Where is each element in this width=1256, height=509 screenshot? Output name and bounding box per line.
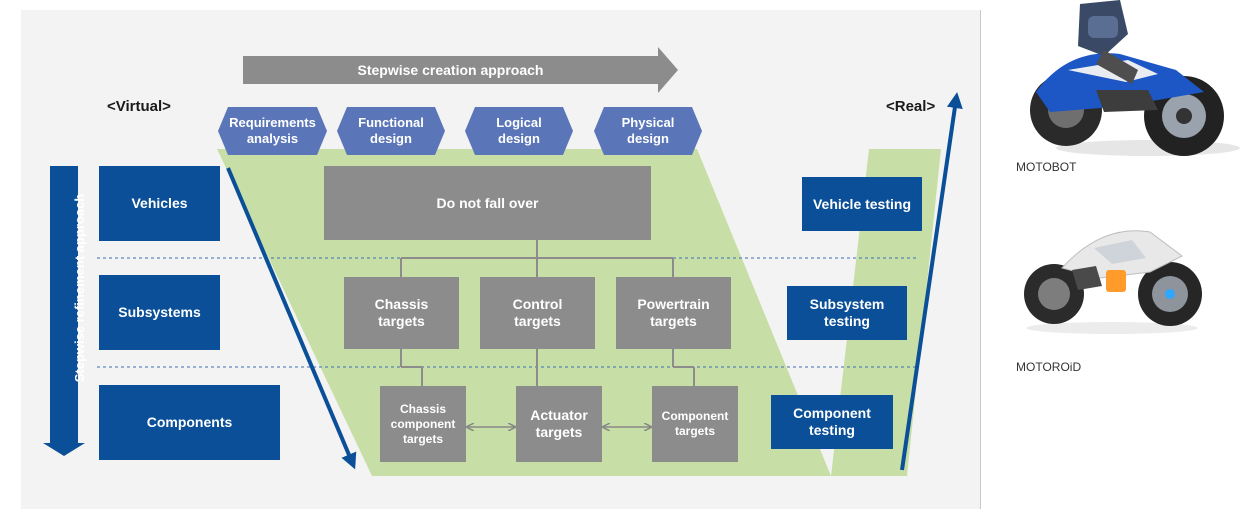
creation-arrow-shape [243,47,678,93]
component-testing-box: Component testing [771,395,893,449]
phase-physical-design: Physical design [621,115,675,146]
motobot-photo [1030,0,1240,156]
level-components: Components [99,385,280,460]
component-targets-box: Component targets [652,386,738,462]
testing-up-arrow [900,92,963,471]
top-goal-box: Do not fall over [324,166,651,240]
chassis-component-targets-box: Chassis component targets [380,386,466,462]
motoroid-caption: MOTOROiD [1016,360,1082,374]
subsystem-testing-box: Subsystem testing [787,286,907,340]
chassis-targets-box: Chassis targets [344,277,459,349]
powertrain-targets-box: Powertrain targets [616,277,731,349]
vehicle-testing-box: Vehicle testing [802,177,922,231]
control-targets-box: Control targets [480,277,595,349]
refinement-arrow-label: Stepwise refinement approach [72,193,87,383]
phase-logical-design: Logical design [496,115,542,146]
tree-connectors [400,240,695,386]
refinement-arrow-shape [43,166,85,456]
actuator-targets-box: Actuator targets [516,386,602,462]
creation-arrow-label: Stepwise creation approach [357,61,544,78]
phase-hex-requirements [218,107,327,155]
phase-functional-design: Functional design [358,115,424,146]
phase-hex-physical [594,107,702,155]
phase-hex-logical [465,107,573,155]
phase-hex-functional [337,107,445,155]
motoroid-photo [1024,230,1202,334]
level-subsystems: Subsystems [99,275,220,350]
level-vehicles: Vehicles [99,166,220,241]
motobot-caption: MOTOBOT [1016,160,1077,174]
design-down-arrow [226,167,357,470]
virtual-label: <Virtual> [107,98,171,115]
real-label: <Real> [886,98,936,115]
phase-requirements-analysis: Requirements analysis [229,115,316,146]
